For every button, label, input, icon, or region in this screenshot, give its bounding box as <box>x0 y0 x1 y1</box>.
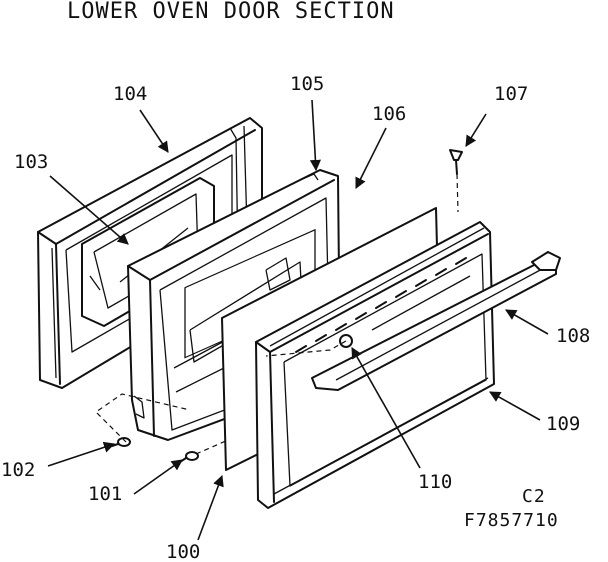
diagram-title: LOWER OVEN DOOR SECTION <box>67 0 395 24</box>
label-107: 107 <box>494 83 528 105</box>
drawing-code-line1: C2 <box>522 486 546 507</box>
drawing-code: C2 F7857710 <box>464 486 559 531</box>
label-103: 103 <box>14 151 48 173</box>
part-102-screw <box>111 437 131 447</box>
label-101: 101 <box>88 483 122 505</box>
leader-lines <box>47 99 549 541</box>
label-106: 106 <box>372 103 406 125</box>
part-101-screw <box>179 451 199 463</box>
label-104: 104 <box>113 83 147 105</box>
assembly-guide-lines <box>95 173 459 455</box>
label-110: 110 <box>418 471 452 493</box>
label-102: 102 <box>1 459 35 481</box>
part-labels: 104 103 105 106 107 108 109 110 102 101 … <box>1 73 590 562</box>
label-108: 108 <box>556 325 590 347</box>
part-107-screw <box>449 149 463 175</box>
part-108-door-handle <box>311 251 561 391</box>
label-109: 109 <box>546 413 580 435</box>
frame-vent-slots <box>295 257 467 353</box>
drawing-code-line2: F7857710 <box>464 510 559 531</box>
label-100: 100 <box>166 541 200 562</box>
label-105: 105 <box>290 73 324 95</box>
